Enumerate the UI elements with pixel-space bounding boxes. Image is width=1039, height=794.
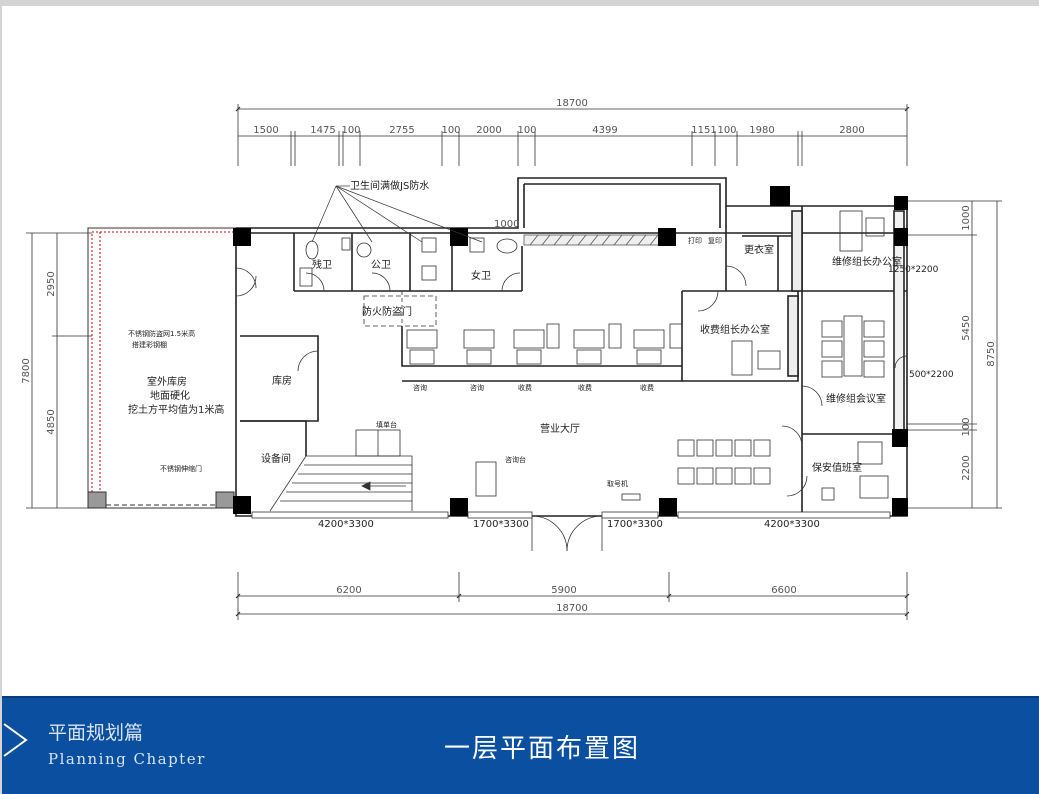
dim-left-seg-1: 2950 — [46, 271, 57, 296]
gate-note: 不锈钢伸缩门 — [160, 464, 202, 473]
slide: 18700 1500 1475 100 2755 100 2000 100 43… — [2, 6, 1039, 794]
bottom-windows — [251, 511, 891, 519]
fire-door-label: 防火防盗门 — [362, 305, 412, 318]
info-desk-shape — [475, 461, 497, 497]
dim-top-seg-1: 1500 — [253, 125, 278, 136]
info-desk-label: 咨询台 — [505, 455, 526, 464]
window-upper-right: 1250*2200 — [888, 265, 939, 275]
gate-post-right — [215, 491, 235, 509]
office-furniture — [731, 210, 889, 501]
fill-desk-label: 填单台 — [376, 420, 397, 429]
dim-top-seg-2: 1475 — [310, 125, 335, 136]
restroom-fixtures — [299, 237, 518, 287]
dim-top-seg-11: 1980 — [749, 125, 774, 136]
dim-top-seg-12: 2800 — [839, 125, 864, 136]
window-bottom-2: 1700*3300 — [473, 519, 529, 530]
chevron-right-icon — [3, 723, 28, 757]
staircase — [269, 429, 413, 512]
dim-right-total: 8750 — [986, 341, 997, 366]
dim-top-seg-9: 1151 — [691, 125, 716, 136]
room-disabled-wc: 残卫 — [312, 258, 332, 271]
room-security: 保安值班室 — [812, 461, 862, 474]
building-walls — [235, 177, 908, 517]
copy-label: 复印 — [708, 236, 722, 245]
fire-door-outline — [363, 295, 437, 327]
ticket-machine-shape — [621, 493, 641, 501]
dim-top-seg-7: 100 — [517, 125, 536, 136]
window-bottom-1: 4200*3300 — [318, 519, 374, 530]
waterproof-note: 卫生间满做JS防水 — [350, 179, 429, 192]
mid-dim-label: 1000 — [494, 219, 519, 230]
net-note-1: 不锈钢防盗网1.5米高 — [128, 329, 195, 338]
print-label: 打印 — [688, 236, 702, 245]
dim-top-seg-8: 4399 — [592, 125, 617, 136]
hatched-partition — [523, 234, 665, 246]
room-hall: 营业大厅 — [540, 422, 580, 435]
window-bottom-3: 1700*3300 — [607, 519, 663, 530]
doors — [235, 265, 908, 552]
outdoor-store-line-2: 地面硬化 — [150, 389, 190, 402]
dim-bottom-total: 18700 — [556, 603, 588, 614]
dim-left-seg-2: 4850 — [46, 409, 57, 434]
dim-bottom-seg-3: 6600 — [771, 585, 796, 596]
slide-title: 一层平面布置图 — [443, 734, 640, 764]
counter-label-2: 咨询 — [470, 383, 484, 392]
counter-label-4: 收费 — [578, 383, 592, 392]
service-counter — [406, 323, 683, 365]
dim-top-seg-6: 2000 — [476, 125, 501, 136]
dim-top-seg-5: 100 — [441, 125, 460, 136]
outdoor-store-line-1: 室外库房 — [147, 375, 187, 388]
room-storage: 库房 — [272, 374, 292, 387]
room-public-wc: 公卫 — [371, 260, 391, 271]
room-locker: 更衣室 — [744, 243, 774, 256]
dim-right-seg-2: 5450 — [961, 315, 972, 340]
dim-top-seg-4: 2755 — [389, 125, 414, 136]
structural-columns — [233, 186, 908, 516]
dim-right-seg-4: 2200 — [961, 455, 972, 480]
room-meeting: 维修组会议室 — [826, 392, 886, 405]
dim-bottom-seg-1: 6200 — [336, 585, 361, 596]
dim-top-total: 18700 — [556, 98, 588, 109]
floor-plan: 18700 1500 1475 100 2755 100 2000 100 43… — [21, 98, 1002, 620]
counter-label-5: 收费 — [640, 383, 654, 392]
outdoor-store-line-3: 挖土方平均值为1米高 — [128, 403, 224, 416]
dim-left-total: 7800 — [21, 358, 32, 383]
net-note-2: 搭建彩钢棚 — [132, 340, 167, 349]
counter-label-1: 咨询 — [413, 383, 427, 392]
ticket-machine-label: 取号机 — [607, 479, 628, 488]
footer-banner: 平面规划篇 Planning Chapter 一层平面布置图 — [2, 696, 1039, 794]
waiting-seats — [475, 439, 771, 501]
gate-post-left — [87, 491, 107, 509]
window-bottom-4: 4200*3300 — [764, 519, 820, 530]
chapter-title-cn: 平面规划篇 — [48, 722, 144, 744]
counter-label-3: 收费 — [518, 383, 532, 392]
chapter-title-en: Planning Chapter — [48, 750, 206, 768]
dim-right-seg-1: 1000 — [961, 205, 972, 230]
dim-top-seg-10: 100 — [717, 125, 736, 136]
dim-right-seg-3: 100 — [961, 417, 972, 436]
room-equipment: 设备间 — [261, 452, 291, 465]
waterproof-leaders — [311, 185, 483, 243]
dim-bottom-seg-2: 5900 — [551, 585, 576, 596]
room-female-wc: 女卫 — [471, 269, 491, 282]
dim-top-seg-3: 100 — [341, 125, 360, 136]
room-repair-leader: 维修组长办公室 — [832, 255, 902, 268]
room-fee-leader: 收费组长办公室 — [700, 323, 770, 336]
window-right-mid: 500*2200 — [909, 370, 954, 380]
